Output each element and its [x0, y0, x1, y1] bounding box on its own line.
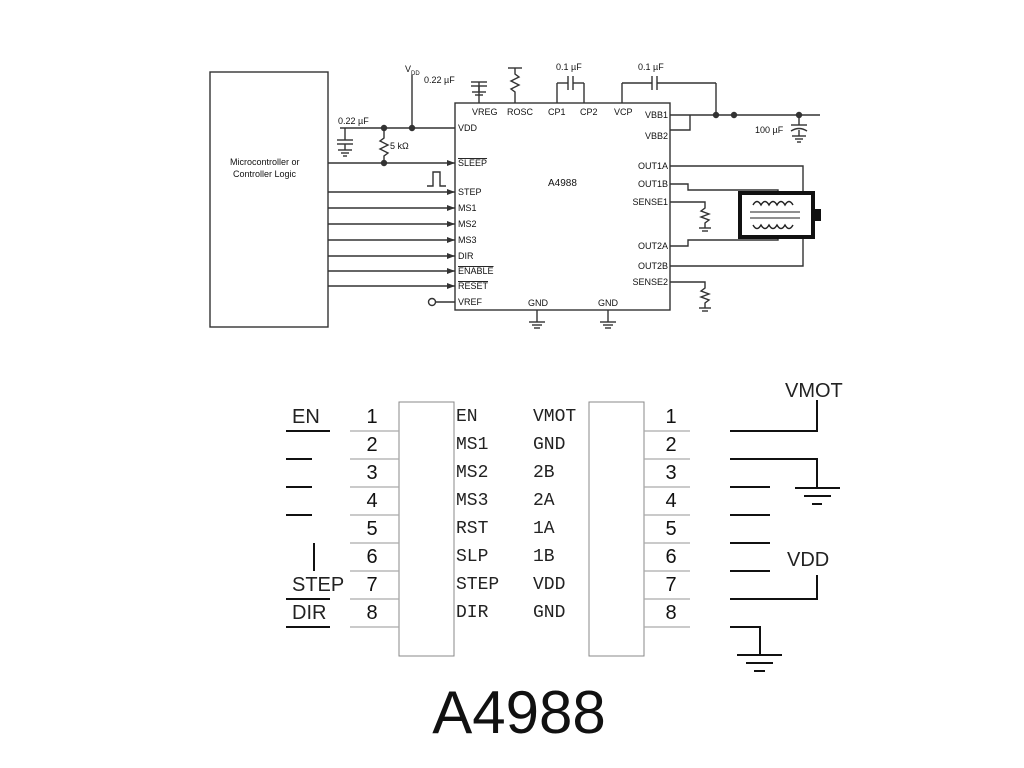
- pin-number: 5: [665, 518, 676, 540]
- pin-label: VDD: [458, 123, 478, 133]
- mcu-label-line1: Microcontroller or: [230, 157, 300, 167]
- pin-number: 8: [665, 602, 676, 624]
- pin-label: CP2: [580, 107, 598, 117]
- pin-number: 4: [366, 490, 377, 512]
- ext-step-label: STEP: [292, 574, 344, 596]
- footer-title: A4988: [432, 679, 606, 746]
- pin-name: 1B: [533, 547, 555, 567]
- cp-cap-label: 0.1 µF: [556, 62, 582, 72]
- pinout-right-header: [588, 401, 645, 657]
- pin-name: 2A: [533, 491, 555, 511]
- pin-number: 2: [366, 434, 377, 456]
- vreg-cap-label: 0.22 µF: [424, 75, 455, 85]
- pin-number: 3: [665, 462, 676, 484]
- pin-number: 6: [366, 546, 377, 568]
- pin-label: OUT2B: [638, 261, 668, 271]
- pin-label: DIR: [458, 251, 474, 261]
- pin-number: 6: [665, 546, 676, 568]
- vdd-cap-label: 0.22 µF: [338, 116, 369, 126]
- pin-label: CP1: [548, 107, 566, 117]
- pin-label: VREF: [458, 297, 483, 307]
- pin-label: SLEEP: [458, 158, 487, 168]
- mcu-label-line2: Controller Logic: [233, 169, 297, 179]
- chip-bottom-pins: GND GND: [528, 298, 619, 308]
- pin-number: 3: [366, 462, 377, 484]
- pin-label: VCP: [614, 107, 633, 117]
- chip-top-pins: VREG ROSC CP1 CP2 VCP: [472, 107, 633, 117]
- pin-name: GND: [533, 603, 565, 623]
- pin-name: EN: [456, 407, 478, 427]
- pin-label: VREG: [472, 107, 498, 117]
- pin-label: GND: [528, 298, 549, 308]
- pin-number: 5: [366, 518, 377, 540]
- pin-label: MS3: [458, 235, 477, 245]
- a4988-chip-body: [454, 102, 671, 311]
- ext-dir-label: DIR: [292, 602, 326, 624]
- pin-label: STEP: [458, 187, 482, 197]
- pin-number: 7: [366, 574, 377, 596]
- pin-label: OUT2A: [638, 241, 668, 251]
- pin-label: MS1: [458, 203, 477, 213]
- pin-name: VMOT: [533, 407, 576, 427]
- right-pin-numbers: 1 2 3 4 5 6 7 8: [665, 406, 676, 624]
- pin-name: 1A: [533, 519, 555, 539]
- pin-name: MS2: [456, 463, 488, 483]
- pinout-left-header: [398, 401, 455, 657]
- pin-label: OUT1A: [638, 161, 668, 171]
- pin-number: 4: [665, 490, 676, 512]
- pin-name: RST: [456, 519, 489, 539]
- pin-label: SENSE2: [632, 277, 668, 287]
- vbb-cap-label: 100 µF: [755, 125, 784, 135]
- pin-label: ENABLE: [458, 266, 494, 276]
- pin-label: VBB1: [645, 110, 668, 120]
- pin-name: MS1: [456, 435, 488, 455]
- chip-name: A4988: [548, 178, 577, 189]
- left-pin-names: EN MS1 MS2 MS3 RST SLP STEP DIR: [456, 407, 499, 623]
- pin-label: RESET: [458, 281, 489, 291]
- chip-right-pins: VBB1 VBB2 OUT1A OUT1B SENSE1 OUT2A OUT2B…: [632, 110, 668, 287]
- pin-number: 2: [665, 434, 676, 456]
- pin-name: STEP: [456, 575, 499, 595]
- pin-name: 2B: [533, 463, 555, 483]
- microcontroller-block: [209, 71, 329, 328]
- pin-number: 7: [665, 574, 676, 596]
- chip-left-pins: VDD SLEEP STEP MS1 MS2 MS3 DIR ENABLE RE…: [458, 123, 494, 307]
- pin-number: 1: [665, 406, 676, 428]
- ext-vmot-label: VMOT: [785, 380, 843, 402]
- pin-label: GND: [598, 298, 619, 308]
- pin-name: MS3: [456, 491, 488, 511]
- left-pin-numbers: 1 2 3 4 5 6 7 8: [366, 406, 377, 624]
- pin-label: ROSC: [507, 107, 534, 117]
- pin-name: SLP: [456, 547, 488, 567]
- right-pin-names: VMOT GND 2B 2A 1A 1B VDD GND: [533, 407, 576, 623]
- pullup-resistor-label: 5 kΩ: [390, 141, 409, 151]
- pin-name: DIR: [456, 603, 489, 623]
- pin-name: VDD: [533, 575, 565, 595]
- pin-label: OUT1B: [638, 179, 668, 189]
- vdd-supply-label: VDD: [405, 64, 420, 77]
- pin-number: 1: [366, 406, 377, 428]
- ext-vdd-label: VDD: [787, 549, 829, 571]
- vcp-cap-label: 0.1 µF: [638, 62, 664, 72]
- pin-number: 8: [366, 602, 377, 624]
- pin-name: GND: [533, 435, 565, 455]
- pin-label: VBB2: [645, 131, 668, 141]
- stepper-motor: [738, 191, 821, 239]
- ext-en-label: EN: [292, 406, 320, 428]
- pin-label: SENSE1: [632, 197, 668, 207]
- pin-label: MS2: [458, 219, 477, 229]
